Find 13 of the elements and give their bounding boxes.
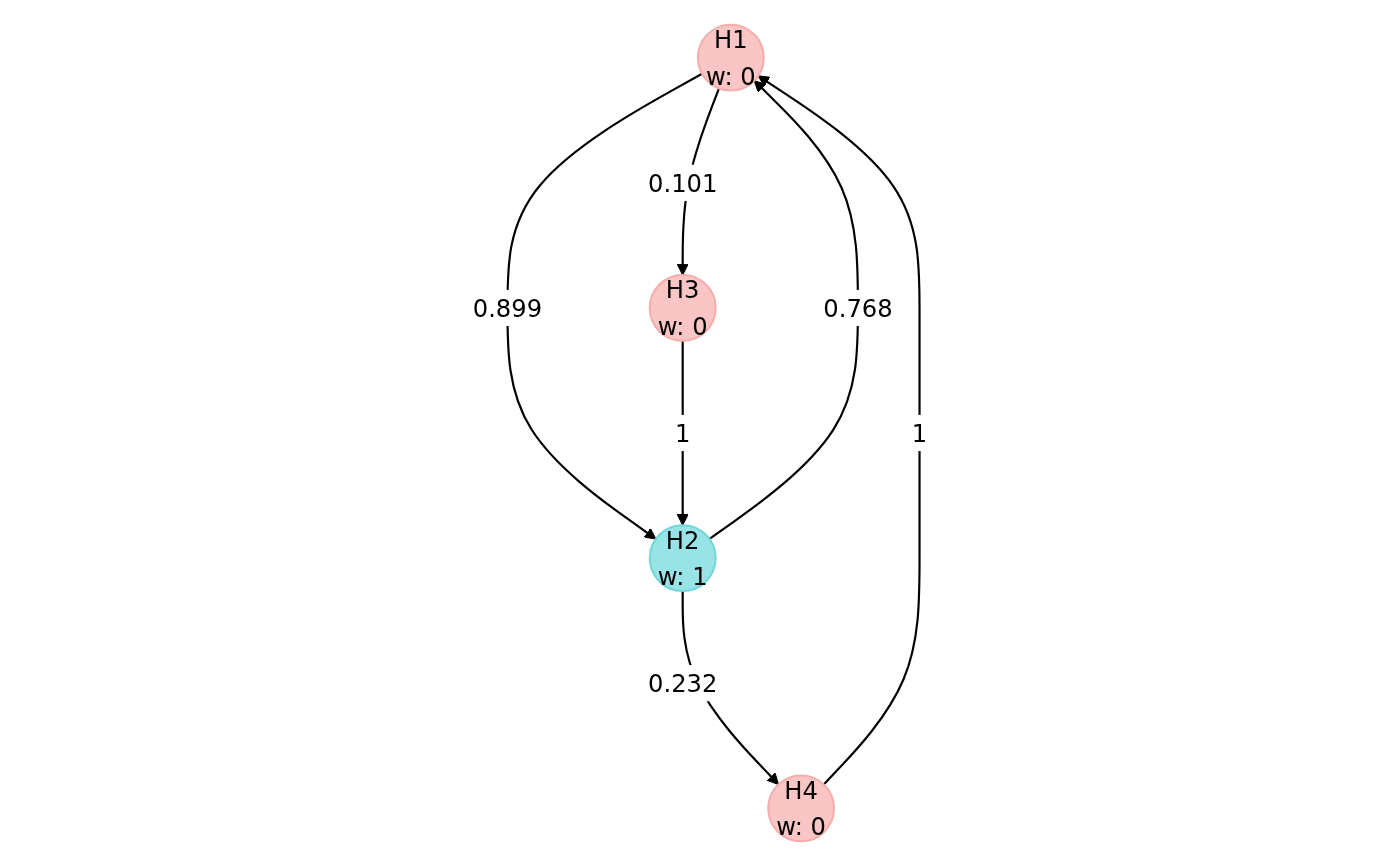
arrow bbox=[506, 72, 703, 540]
edge-label: 1 bbox=[911, 418, 928, 448]
edge-label: 0.101 bbox=[648, 168, 718, 197]
edge-label: 0.232 bbox=[648, 669, 718, 698]
edge-label: 0.899 bbox=[472, 293, 543, 323]
node-circle: H4 w: 0 bbox=[767, 774, 836, 843]
node-circle: H1 w: 0 bbox=[696, 23, 765, 92]
arrow bbox=[708, 80, 860, 540]
edge-label: 0.768 bbox=[823, 293, 893, 323]
arrow bbox=[757, 75, 921, 786]
edge-label: 1 bbox=[674, 418, 691, 448]
node-circle: H3 w: 0 bbox=[648, 273, 717, 342]
node-circle: H2 w: 1 bbox=[648, 524, 717, 593]
